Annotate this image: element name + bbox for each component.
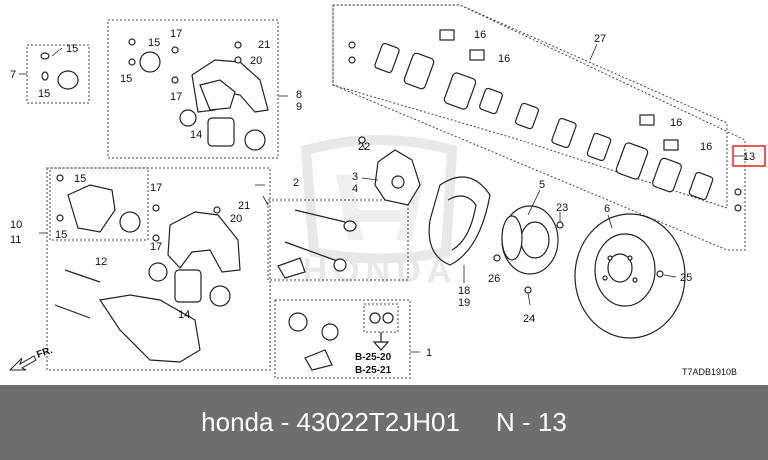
callout-14-a: 14 bbox=[190, 129, 202, 141]
part-guide-pins bbox=[277, 209, 357, 279]
callout-17-b: 17 bbox=[170, 91, 182, 103]
parts-diagram: HONDA bbox=[8, 4, 766, 379]
callout-4: 4 bbox=[352, 183, 358, 195]
upper-caliper-box bbox=[107, 19, 279, 159]
callout-6: 6 bbox=[604, 203, 610, 215]
lower-caliper-body-box bbox=[49, 167, 149, 241]
callout-16-d: 16 bbox=[700, 141, 712, 153]
callout-17-c: 17 bbox=[150, 182, 162, 194]
callout-15-d: 15 bbox=[120, 73, 132, 85]
callout-15-e: 15 bbox=[74, 173, 86, 185]
diagram-code: T7ADB1910B bbox=[682, 367, 737, 377]
callout-16-c: 16 bbox=[670, 117, 682, 129]
callout-21-a: 21 bbox=[258, 39, 270, 51]
honda-watermark: HONDA bbox=[300, 135, 458, 290]
callout-3: 3 bbox=[352, 171, 358, 183]
callout-10: 10 bbox=[10, 219, 22, 231]
ref-b-25-21: B-25-21 bbox=[355, 365, 392, 376]
callout-16-a: 16 bbox=[474, 29, 486, 41]
callout-27: 27 bbox=[594, 33, 606, 45]
fr-label: FR. bbox=[35, 345, 54, 361]
callout-14-b: 14 bbox=[178, 309, 190, 321]
refs: B-25-20 B-25-21 bbox=[355, 352, 392, 376]
callout-22: 22 bbox=[358, 141, 370, 153]
callout-11: 11 bbox=[10, 234, 21, 246]
callout-25: 25 bbox=[680, 272, 692, 284]
callout-5: 5 bbox=[539, 179, 545, 191]
callout-17-d: 17 bbox=[150, 241, 162, 253]
footer-bar: honda - 43022T2JH01 N - 13 bbox=[0, 385, 768, 460]
callout-15-b: 15 bbox=[38, 88, 50, 100]
callout-15-f: 15 bbox=[55, 229, 67, 241]
seal-kit-box bbox=[26, 44, 90, 104]
callout-15-c: 15 bbox=[148, 37, 160, 49]
part-splash-guard bbox=[428, 176, 501, 266]
part-seal-kit bbox=[288, 312, 394, 371]
callout-24: 24 bbox=[523, 313, 535, 325]
part-caliper-lower bbox=[54, 174, 241, 363]
diagram-canvas: HONDA bbox=[8, 4, 766, 379]
callout-20-b: 20 bbox=[230, 213, 242, 225]
callout-12: 12 bbox=[95, 256, 107, 268]
callout-9: 9 bbox=[296, 101, 302, 113]
fr-arrow-icon bbox=[8, 355, 37, 371]
part-brake-disc bbox=[574, 213, 686, 339]
callout-19: 19 bbox=[458, 297, 470, 309]
seal-kit-lower-box bbox=[274, 299, 411, 379]
guide-pin-box bbox=[267, 199, 409, 281]
part-brake-pads bbox=[348, 29, 742, 212]
callout-23: 23 bbox=[556, 202, 568, 214]
callout-13: 13 bbox=[743, 151, 755, 163]
callout-2: 2 bbox=[293, 177, 299, 189]
highlight-13-box bbox=[732, 145, 766, 167]
highlight-13[interactable]: 13 bbox=[732, 145, 766, 167]
callout-17-a: 17 bbox=[170, 28, 182, 40]
callout-8: 8 bbox=[296, 89, 302, 101]
ref-b-25-20: B-25-20 bbox=[355, 352, 392, 363]
part-hub bbox=[501, 205, 564, 294]
direction-fr: FR. bbox=[8, 345, 54, 371]
callout-1: 1 bbox=[426, 347, 432, 359]
callout-20-a: 20 bbox=[250, 55, 262, 67]
callout-labels: 7 15 15 15 15 17 17 21 20 14 8 9 10 11 1… bbox=[10, 28, 712, 359]
part-seal-kit-small bbox=[40, 52, 79, 90]
callout-18: 18 bbox=[458, 285, 470, 297]
part-knuckle bbox=[358, 136, 421, 206]
callout-16-b: 16 bbox=[498, 53, 510, 65]
small-parts-box bbox=[363, 303, 399, 333]
pad-outer-box bbox=[332, 4, 746, 251]
footer-caption: honda - 43022T2JH01 N - 13 bbox=[201, 407, 567, 437]
leader-lines bbox=[19, 43, 745, 353]
callout-7: 7 bbox=[10, 69, 16, 81]
callout-15-a: 15 bbox=[66, 43, 78, 55]
callout-26: 26 bbox=[488, 273, 500, 285]
part-caliper-upper bbox=[128, 38, 269, 151]
lower-caliper-box bbox=[46, 167, 271, 371]
watermark-text: HONDA bbox=[303, 252, 458, 290]
callout-21-b: 21 bbox=[238, 200, 250, 212]
